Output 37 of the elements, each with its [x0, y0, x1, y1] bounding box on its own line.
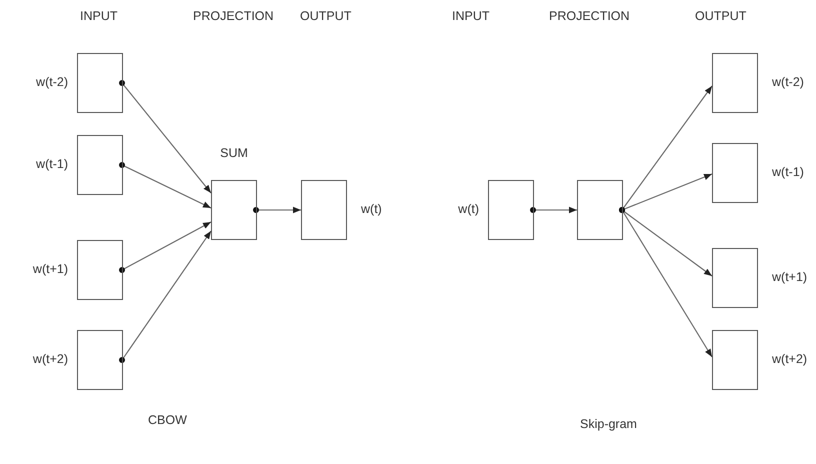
- arrow: [119, 222, 212, 273]
- arrow: [253, 206, 301, 214]
- layer-box: [77, 53, 123, 113]
- word-label: w(t): [361, 201, 382, 217]
- word-label: w(t+2): [32, 351, 68, 367]
- layer-box: [301, 180, 347, 240]
- column-heading: PROJECTION: [193, 8, 274, 24]
- column-heading: PROJECTION: [549, 8, 630, 24]
- word-label: w(t): [458, 201, 479, 217]
- layer-box: [712, 248, 758, 308]
- column-heading: OUTPUT: [300, 8, 352, 24]
- model-caption: Skip-gram: [580, 416, 637, 432]
- word-label: w(t+1): [772, 269, 808, 285]
- word-label: w(t-1): [772, 164, 804, 180]
- arrow: [119, 230, 212, 363]
- arrow: [119, 162, 212, 208]
- column-heading: INPUT: [80, 8, 118, 24]
- column-heading: OUTPUT: [695, 8, 746, 24]
- word-label: w(t-1): [36, 156, 68, 172]
- layer-box: [77, 240, 123, 300]
- box-heading: SUM: [220, 145, 248, 161]
- layer-box: [488, 180, 534, 240]
- arrow: [619, 207, 712, 358]
- projection-box: [577, 180, 623, 240]
- word-label: w(t+2): [772, 351, 808, 367]
- arrow: [530, 206, 577, 214]
- word-label: w(t+1): [32, 261, 68, 277]
- model-caption: CBOW: [148, 412, 187, 428]
- layer-box: [712, 330, 758, 390]
- word-label: w(t-2): [36, 74, 68, 90]
- column-heading: INPUT: [452, 8, 490, 24]
- layer-box: [712, 143, 758, 203]
- layer-box: [712, 53, 758, 113]
- layer-box: [77, 135, 123, 195]
- layer-box: [77, 330, 123, 390]
- word-label: w(t-2): [772, 74, 804, 90]
- arrow: [119, 80, 212, 194]
